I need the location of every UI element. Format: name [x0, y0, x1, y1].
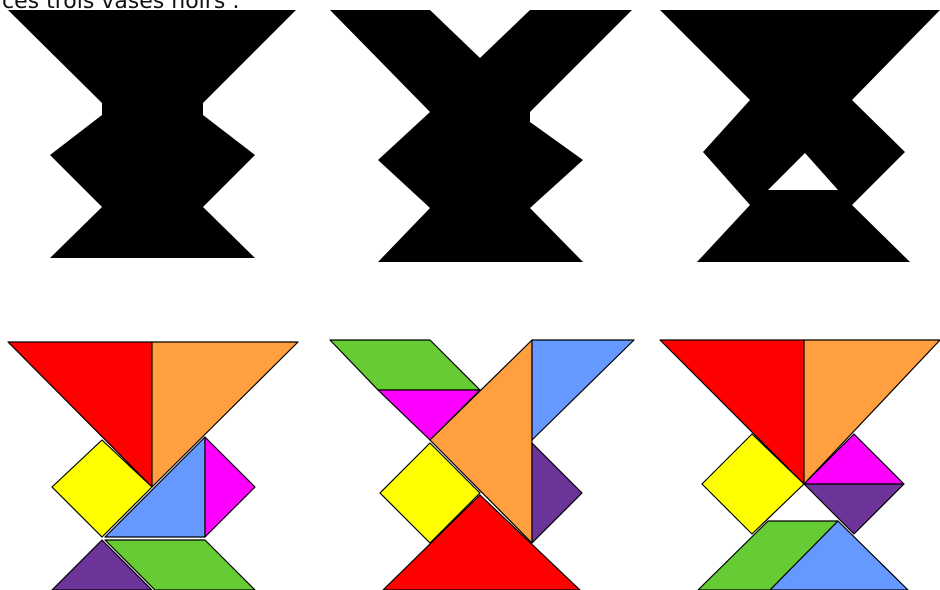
solution-vase-1 — [8, 342, 298, 590]
silhouette-vase-3 — [660, 10, 940, 262]
silhouette-vase-2 — [330, 10, 632, 262]
silhouette-vase-1 — [8, 10, 296, 258]
solution-vase-2 — [330, 340, 634, 590]
piece-purple-triangle — [532, 443, 582, 543]
piece-magenta-triangle — [205, 437, 255, 537]
solution-vase-3 — [660, 340, 940, 590]
piece-blue-triangle — [532, 340, 634, 440]
piece-green-parallelogram — [330, 340, 480, 390]
